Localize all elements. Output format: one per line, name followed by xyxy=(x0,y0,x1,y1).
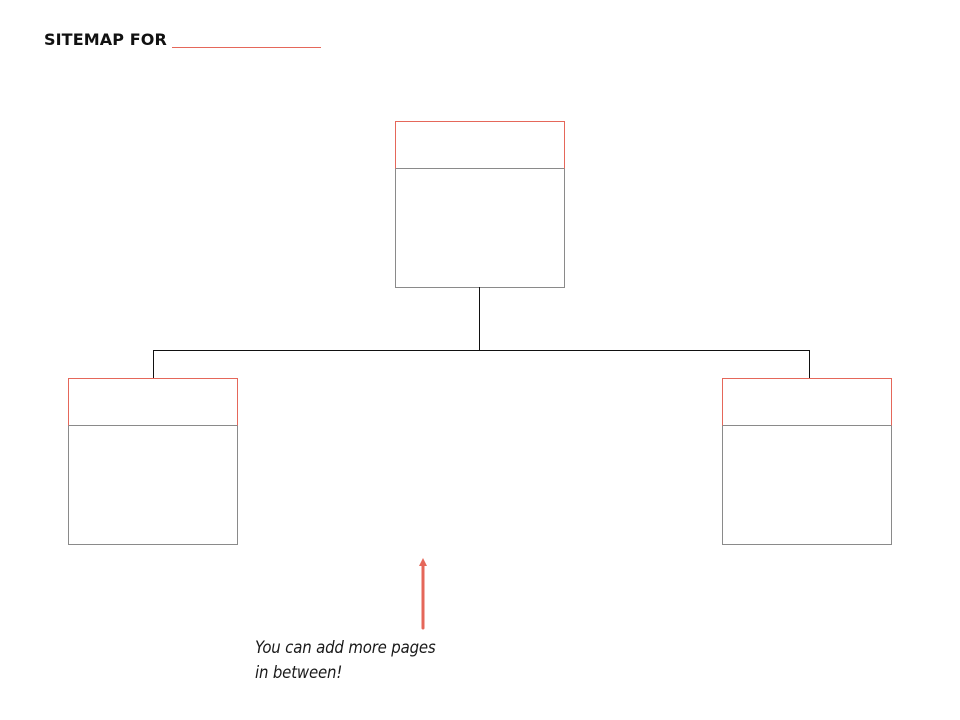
left-child-connector xyxy=(153,350,154,378)
right-child-page-title-field[interactable] xyxy=(722,378,892,426)
note-line-1: You can add more pages xyxy=(255,638,436,658)
right-child-connector xyxy=(809,350,810,378)
root-vertical-connector xyxy=(479,287,480,350)
site-name-blank-line[interactable] xyxy=(171,47,321,48)
horizontal-connector xyxy=(153,350,810,351)
up-arrow-icon xyxy=(419,558,427,630)
sitemap-title-text: SITEMAP FOR xyxy=(44,30,167,49)
note-line-2: in between! xyxy=(255,663,343,683)
left-child-page-box[interactable] xyxy=(68,378,238,545)
sitemap-title: SITEMAP FOR xyxy=(44,28,321,50)
add-pages-note: You can add more pages in between! xyxy=(255,636,436,686)
root-page-box[interactable] xyxy=(395,121,565,288)
root-page-title-field[interactable] xyxy=(395,121,565,169)
left-child-page-title-field[interactable] xyxy=(68,378,238,426)
right-child-page-box[interactable] xyxy=(722,378,892,545)
